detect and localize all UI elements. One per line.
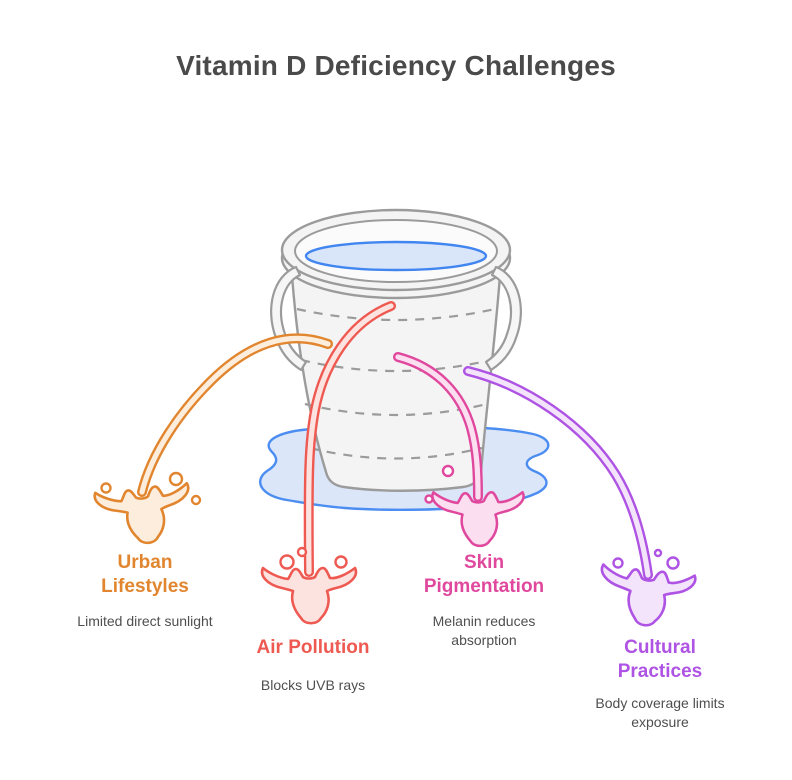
leak-stream-urban-lifestyles (93, 333, 333, 550)
category-description-cultural-practices: Body coverage limits exposure (595, 695, 725, 730)
page-title: Vitamin D Deficiency Challenges (176, 50, 616, 81)
category-description-air-pollution: Blocks UVB rays (260, 677, 366, 693)
droplets (100, 471, 202, 506)
leak-stream-cultural-practices (463, 366, 698, 632)
category-description-skin-pigmentation: Melanin reduces absorption (432, 613, 536, 648)
category-label-air-pollution: Air Pollution (256, 637, 370, 658)
bucket-icon (270, 208, 522, 492)
droplets (424, 464, 455, 504)
bucket-handle-right (484, 265, 522, 372)
category-label-cultural-practices: Cultural Practices (617, 637, 703, 682)
leak-stream-air-pollution (260, 301, 396, 625)
leak-stream-skin-pigmentation (393, 352, 525, 548)
droplets (279, 546, 348, 570)
water-surface (304, 240, 488, 272)
category-label-urban-lifestyles: Urban Lifestyles (101, 552, 189, 597)
category-description-urban-lifestyles: Limited direct sunlight (77, 613, 213, 629)
droplets (612, 548, 680, 570)
category-label-skin-pigmentation: Skin Pigmentation (423, 552, 545, 597)
